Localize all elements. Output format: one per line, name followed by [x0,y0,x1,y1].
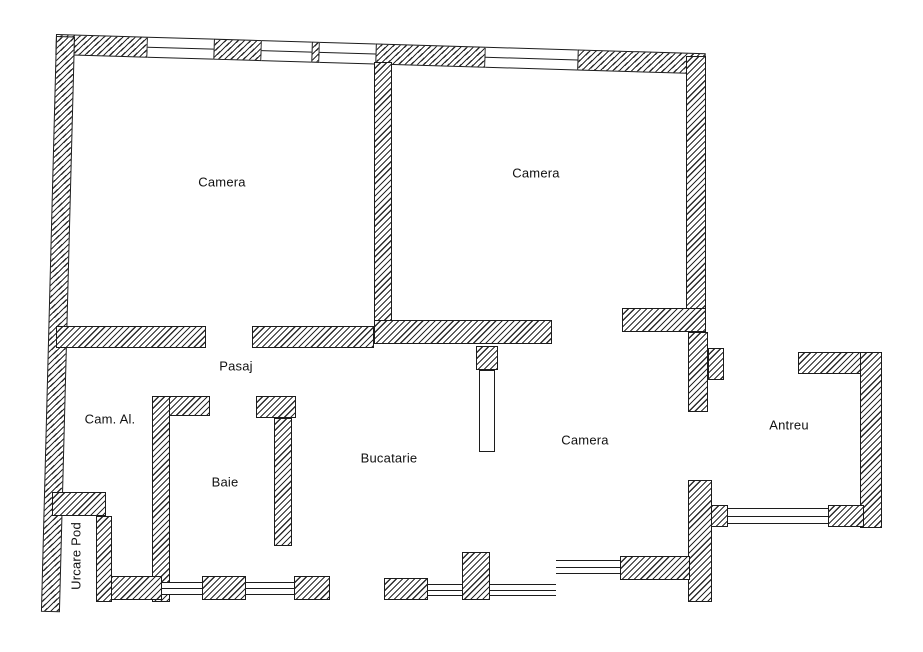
wall-segment [620,556,690,580]
room-label-camera-top-left: Camera [198,174,246,190]
wall-segment [688,480,712,602]
wall-segment [202,576,246,600]
room-label-camera-bottom: Camera [561,432,609,448]
wall-segment [708,348,724,380]
wall-segment [152,396,170,602]
window [246,582,294,595]
room-label-antreu: Antreu [769,417,809,433]
wall-segment [462,552,490,600]
room-label-urcare-pod: Urcare Pod [68,522,84,590]
window [485,46,578,71]
window [147,36,214,60]
room-label-baie: Baie [211,474,239,490]
wall-segment [252,326,374,348]
window [490,584,556,596]
window [428,584,464,596]
outer-wall-right [686,56,706,332]
room-label-pasaj: Pasaj [219,358,253,374]
wall-segment [294,576,330,600]
window [162,582,202,595]
wall-segment [374,320,552,344]
wall-segment [56,326,206,348]
wall-segment [213,38,262,62]
wall-central-vertical [374,62,392,324]
room-label-cam-al: Cam. Al. [84,411,136,427]
wall-segment [798,352,862,374]
wall-segment [274,418,292,546]
wall-segment [828,505,864,527]
wall-segment [52,492,106,516]
window [726,508,828,524]
window [319,41,376,65]
window [261,40,312,63]
window [556,560,622,574]
room-label-bucatarie: Bucatarie [360,450,418,466]
wall-segment [860,352,882,528]
wall-segment [256,396,296,418]
wall-segment [622,308,706,332]
room-label-camera-top-right: Camera [512,165,560,181]
wall-segment [688,332,708,412]
wall-segment [384,578,428,600]
wall-segment [96,516,112,602]
duct-partition [479,370,495,452]
wall-segment [476,346,498,370]
